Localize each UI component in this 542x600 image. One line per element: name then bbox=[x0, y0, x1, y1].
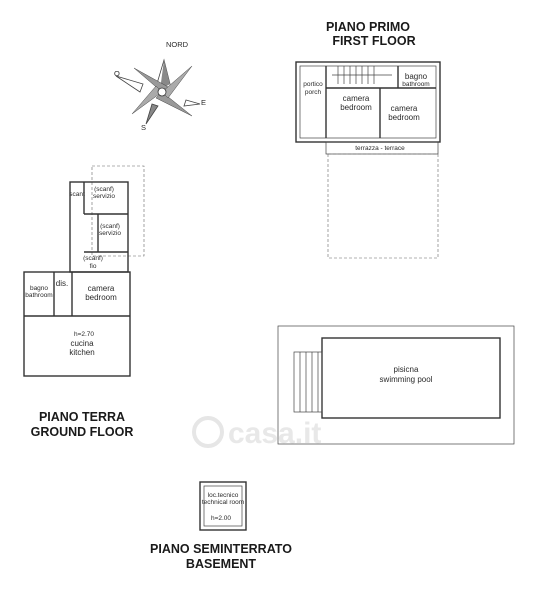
ff-bedroom2-label-en: bedroom bbox=[388, 113, 420, 122]
gf-bedroom-label-it: camera bbox=[88, 284, 115, 293]
ground-floor-plan: (scanf) servizio scant (scanf) servizio … bbox=[23, 165, 145, 439]
compass-east-label: E bbox=[201, 98, 206, 107]
service1-label-a: (scanf) bbox=[94, 186, 114, 193]
first-floor-plan: PIANO PRIMO FIRST FLOOR portico porch ba… bbox=[295, 20, 441, 259]
basement-height-label: h=2.00 bbox=[211, 515, 231, 522]
basement-plan: loc.tecnico technical room h=2.00 PIANO … bbox=[150, 481, 292, 571]
watermark: casa.it bbox=[192, 416, 321, 450]
service2-label-a: (scanf) bbox=[100, 223, 120, 230]
ff-bedroom1-label-en: bedroom bbox=[340, 103, 372, 112]
first-floor-title-it: PIANO PRIMO bbox=[326, 20, 410, 34]
compass-west-label: O bbox=[114, 69, 120, 78]
compass-north-label: NORD bbox=[166, 40, 189, 49]
gf-bedroom-label-en: bedroom bbox=[85, 293, 117, 302]
terrace-label: terrazza - terrace bbox=[355, 145, 405, 152]
service2-label-b: servizio bbox=[99, 230, 121, 237]
ff-bedroom1-label-it: camera bbox=[343, 94, 370, 103]
ff-bedroom2-label-it: camera bbox=[391, 104, 418, 113]
ground-floor-title-en: GROUND FLOOR bbox=[31, 425, 134, 439]
gf-bathroom-label-it: bagno bbox=[30, 285, 48, 292]
technical-room-label-en: technical room bbox=[202, 499, 244, 506]
technical-room-label-it: loc.tecnico bbox=[208, 492, 239, 499]
ff-bathroom-label-it: bagno bbox=[405, 72, 428, 81]
pool-label-it: pisicna bbox=[394, 365, 419, 374]
compass-south-label: S bbox=[141, 123, 146, 132]
pool-label-en: swimming pool bbox=[380, 375, 433, 384]
basement-title-en: BASEMENT bbox=[186, 557, 257, 571]
swimming-pool-plan: pisicna swimming pool bbox=[277, 325, 515, 445]
basement-title-it: PIANO SEMINTERRATO bbox=[150, 542, 292, 556]
gf-bathroom-label-en: bathroom bbox=[25, 292, 52, 299]
dis-label: dis. bbox=[56, 279, 68, 288]
scant-label: scant bbox=[69, 191, 85, 198]
watermark-text: casa.it bbox=[228, 417, 321, 450]
ground-floor-title-it: PIANO TERRA bbox=[39, 410, 125, 424]
service3-label-a: (scanf) bbox=[83, 255, 103, 262]
porch-label-en: porch bbox=[305, 89, 322, 96]
kitchen-label-it: cucina bbox=[70, 339, 94, 348]
kitchen-label-en: kitchen bbox=[69, 348, 94, 357]
ff-bathroom-label-en: bathroom bbox=[402, 81, 429, 88]
compass-rose: NORD O E S bbox=[114, 40, 206, 132]
service3-label-b: fio bbox=[90, 263, 97, 270]
first-floor-title-en: FIRST FLOOR bbox=[332, 34, 415, 48]
gf-height-label: h=2.70 bbox=[74, 331, 94, 338]
first-floor-stairs bbox=[332, 66, 392, 84]
porch-label-it: portico bbox=[303, 81, 323, 88]
service1-label-b: servizio bbox=[93, 193, 115, 200]
